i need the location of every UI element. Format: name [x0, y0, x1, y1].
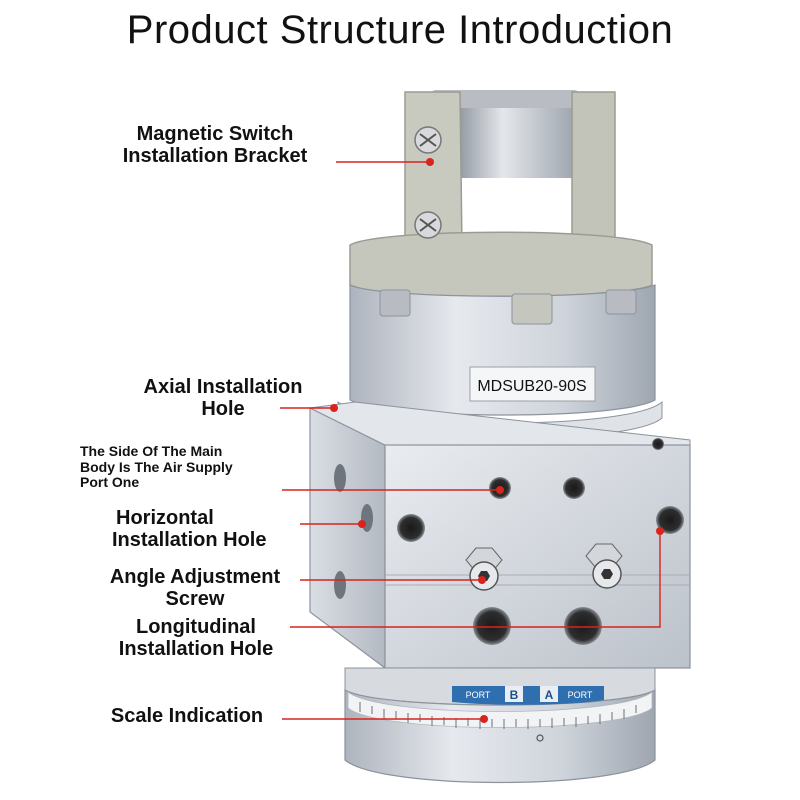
callout-air-supply-port: The Side Of The Main Body Is The Air Sup…: [80, 443, 300, 491]
page-title: Product Structure Introduction: [126, 8, 674, 52]
leader-lines: [280, 161, 661, 720]
port-b-letter: B: [510, 688, 519, 702]
callout-line: Longitudinal: [136, 616, 256, 638]
callout-axial-installation-hole: Axial Installation Hole: [118, 376, 328, 420]
upper-cylinder-body: MDSUB20-90S: [349, 284, 656, 416]
callout-line: Body Is The Air Supply: [80, 458, 233, 475]
callout-line: Scale Indication: [110, 705, 264, 727]
callout-line: Installation Hole: [112, 528, 267, 551]
callout-line: Hole: [201, 397, 245, 420]
port-b-text: PORT: [466, 690, 491, 700]
callout-magnetic-switch-bracket: Magnetic Switch Installation Bracket: [100, 123, 330, 167]
callout-line: Installation Hole: [118, 637, 274, 660]
callout-line: Angle Adjustment: [109, 566, 281, 588]
angle-adjustment-screw-left: [465, 547, 503, 591]
callout-line: Screw: [165, 587, 225, 610]
callout-line: The Side Of The Main: [80, 443, 223, 459]
magnetic-switch-bracket-shape: [349, 90, 653, 297]
callout-line: Horizontal: [116, 507, 214, 529]
callout-horizontal-installation-hole: Horizontal Installation Hole: [112, 507, 312, 551]
callout-line: Port One: [80, 474, 140, 491]
callout-scale-indication: Scale Indication: [92, 705, 282, 728]
callout-longitudinal-installation-hole: Longitudinal Installation Hole: [96, 616, 296, 660]
scale-ring: PORT B A PORT: [344, 667, 656, 784]
leader-endpoints: [330, 158, 664, 723]
callout-line: Magnetic Switch: [136, 123, 294, 145]
callout-line: Installation Bracket: [122, 144, 308, 167]
callout-angle-adjustment-screw: Angle Adjustment Screw: [90, 566, 300, 610]
callout-line: Axial Installation: [143, 376, 303, 398]
leader-longitudinal-hole: [290, 531, 661, 628]
main-body-block: [308, 401, 691, 670]
port-a-letter: A: [545, 688, 554, 702]
port-a-text: PORT: [568, 690, 593, 700]
angle-adjustment-screw-right: [585, 543, 623, 589]
model-label: MDSUB20-90S: [477, 378, 586, 395]
